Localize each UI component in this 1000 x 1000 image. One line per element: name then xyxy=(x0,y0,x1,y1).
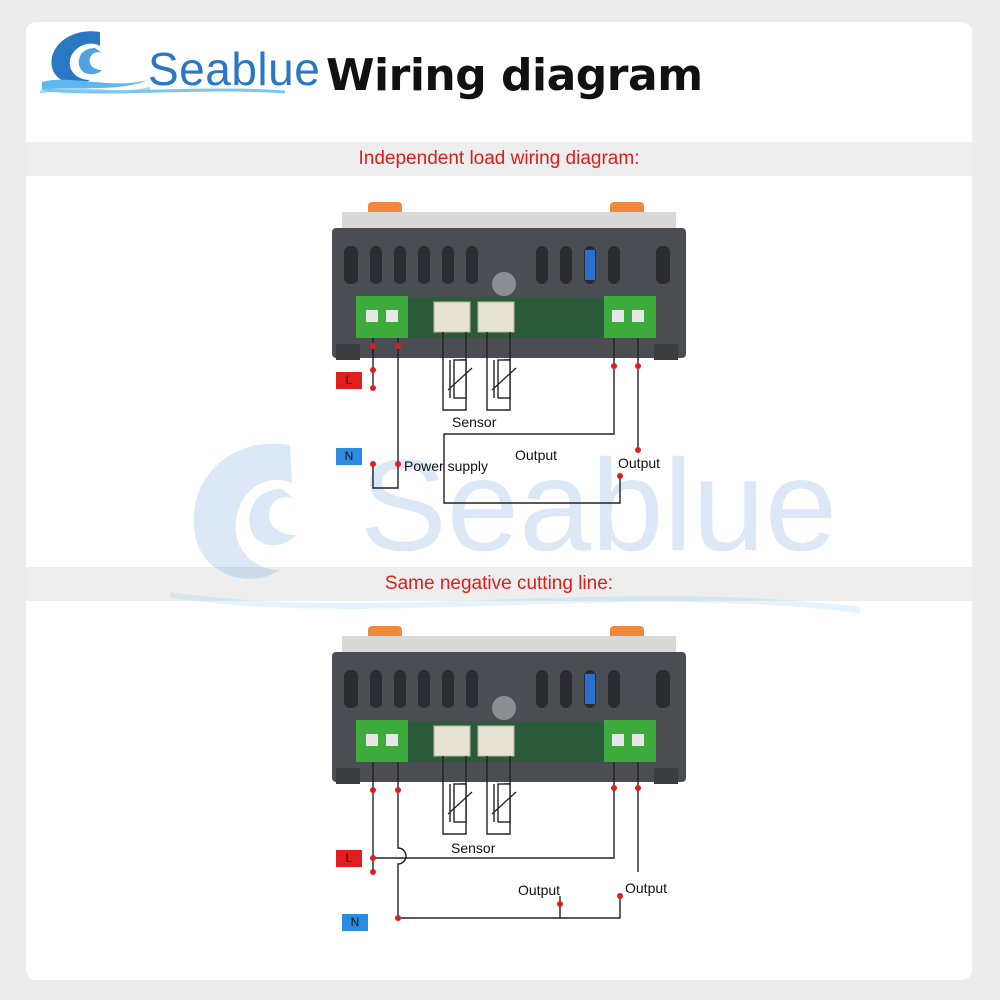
sensor-label: Sensor xyxy=(452,414,497,430)
brand-name: Seablue xyxy=(148,43,321,95)
sensor-label: Sensor xyxy=(451,840,496,856)
section-band-independent: Independent load wiring diagram: xyxy=(26,142,972,176)
output-label-2: Output xyxy=(625,880,668,896)
watermark-wave-icon xyxy=(193,443,296,579)
section-heading: Same negative cutting line: xyxy=(384,573,614,594)
page-title: Wiring diagram xyxy=(326,50,703,101)
diagram-same-negative: L N Sensor Output Output xyxy=(320,622,740,932)
live-terminal-tag: L xyxy=(336,372,362,389)
output-label-1: Output xyxy=(518,882,561,898)
controller-wiring-illustration xyxy=(332,202,686,504)
power-supply-label: Power supply xyxy=(404,458,489,474)
logo-swoosh-icon xyxy=(44,88,286,94)
output-label-1: Output xyxy=(515,447,558,463)
controller-wiring-illustration xyxy=(332,626,686,921)
section-band-same-negative: Same negative cutting line: xyxy=(26,567,972,601)
neutral-terminal-tag: N xyxy=(336,448,362,465)
brand-logo: Seablue xyxy=(39,22,320,97)
watermark-swoosh-icon xyxy=(170,592,860,613)
section-heading: Independent load wiring diagram: xyxy=(358,148,640,169)
watermark-text: Seablue xyxy=(360,432,838,578)
live-terminal-tag: L xyxy=(336,850,362,867)
output-label-2: Output xyxy=(618,455,661,471)
neutral-terminal-tag: N xyxy=(342,914,368,931)
diagram-independent-load: L N Sensor Power supply Output Output xyxy=(320,198,740,508)
watermark: Seablue xyxy=(170,425,860,645)
